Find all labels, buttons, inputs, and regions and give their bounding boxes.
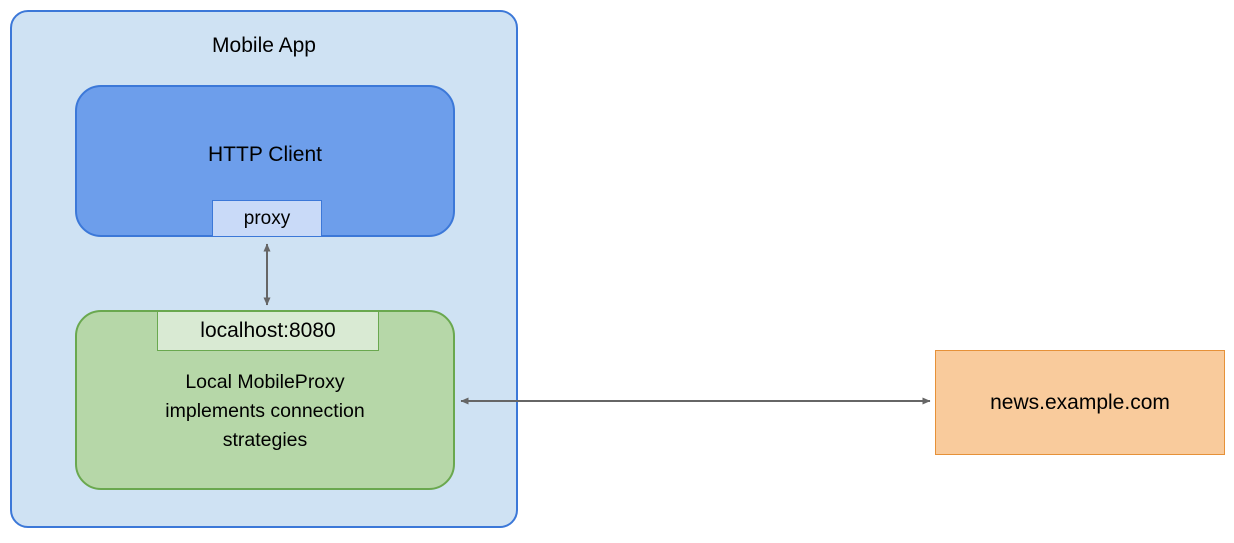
local-proxy-label: Local MobileProxy implements connection … (165, 371, 365, 451)
localhost-port-box: localhost:8080 (157, 311, 379, 351)
proxy-port-box: proxy (212, 200, 322, 237)
mobile-app-label: Mobile App (212, 34, 316, 57)
local-proxy-label-wrap: Local MobileProxy implements connection … (75, 368, 455, 455)
remote-server-node: news.example.com (935, 350, 1225, 455)
http-client-label: HTTP Client (208, 143, 322, 166)
